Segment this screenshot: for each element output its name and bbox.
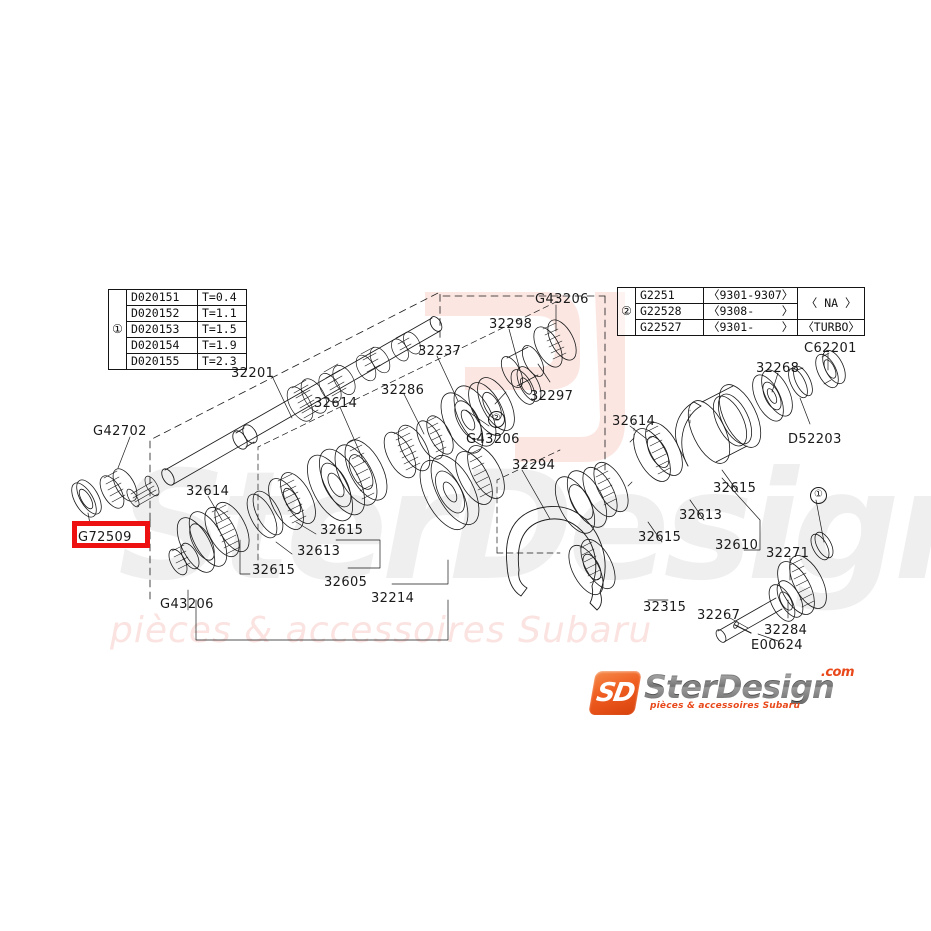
- table-row: D020154 T=1.9: [109, 337, 247, 354]
- table-row: D020155 T=2.3: [109, 353, 247, 370]
- part-callout-32286[interactable]: 32286: [381, 383, 425, 398]
- table-marker-2: ②: [617, 287, 636, 336]
- part-callout-32605[interactable]: 32605: [324, 575, 368, 590]
- cell-range: 〈9301-9307〉: [702, 287, 799, 304]
- part-callout-g43206[interactable]: G43206: [466, 432, 520, 447]
- table-row: ① D020151 T=0.4: [108, 289, 247, 370]
- cell-value: T=2.3: [197, 353, 247, 370]
- cell-code: G22527: [635, 319, 704, 336]
- part-callout-32267[interactable]: 32267: [697, 608, 741, 623]
- part-callout-32294[interactable]: 32294: [512, 458, 556, 473]
- table-row: ② G2251 〈9301-9307〉 〈 NA 〉: [617, 287, 865, 336]
- part-callout-e00624[interactable]: E00624: [751, 638, 803, 653]
- table-row: D020152 T=1.1: [109, 305, 247, 322]
- part-callout-32297[interactable]: 32297: [530, 389, 574, 404]
- part-callout-32613[interactable]: 32613: [297, 544, 341, 559]
- shim-spec-table-left: ① D020151 T=0.4 D020152 T=1.1 D020153 T=…: [108, 289, 247, 370]
- part-callout-32271[interactable]: 32271: [766, 546, 810, 561]
- logo-dotcom: .com: [820, 665, 855, 680]
- cell-code: G22528: [635, 303, 704, 320]
- part-callout-32615[interactable]: 32615: [713, 481, 757, 496]
- logo-wordmark: SterDesign: [644, 668, 835, 706]
- logo-badge: SD: [588, 671, 642, 715]
- cell-code: D020155: [126, 353, 198, 370]
- part-callout-32614[interactable]: 32614: [314, 396, 358, 411]
- cell-value: T=1.1: [197, 305, 247, 322]
- cell-code: D020153: [126, 321, 198, 338]
- table-row: G22528 〈9308- 〉: [618, 303, 865, 320]
- application-table-right: ② G2251 〈9301-9307〉 〈 NA 〉 G22528 〈9308-…: [617, 287, 865, 336]
- part-callout-32284[interactable]: 32284: [764, 623, 808, 638]
- part-callout-g42702[interactable]: G42702: [93, 424, 147, 439]
- circled-marker-1: ②: [488, 411, 505, 428]
- table-row: D020153 T=1.5: [109, 321, 247, 338]
- part-callout-32615[interactable]: 32615: [320, 523, 364, 538]
- part-callout-32613[interactable]: 32613: [679, 508, 723, 523]
- part-callout-32610[interactable]: 32610: [715, 538, 759, 553]
- part-callout-32214[interactable]: 32214: [371, 591, 415, 606]
- part-callout-32614[interactable]: 32614: [612, 414, 656, 429]
- table-row: G22527 〈9301- 〉 〈TURBO〉: [618, 319, 865, 336]
- part-callout-32614[interactable]: 32614: [186, 484, 230, 499]
- logo-badge-text: SD: [594, 678, 636, 708]
- sterdesign-logo[interactable]: SD SterDesign .com pièces & accessoires …: [588, 665, 855, 720]
- cell-range: 〈9301- 〉: [702, 319, 799, 336]
- part-callout-32268[interactable]: 32268: [756, 361, 800, 376]
- table-marker-1: ①: [108, 289, 127, 370]
- cell-type: 〈 NA 〉: [797, 287, 865, 320]
- highlighted-part-number: G72509: [78, 530, 132, 545]
- highlighted-part-box[interactable]: G72509: [72, 521, 150, 548]
- cell-range: 〈9308- 〉: [702, 303, 799, 320]
- cell-value: T=0.4: [197, 289, 247, 306]
- cell-value: T=1.5: [197, 321, 247, 338]
- cell-code: G2251: [635, 287, 704, 304]
- part-callout-32201[interactable]: 32201: [231, 366, 275, 381]
- cell-type: 〈TURBO〉: [797, 319, 865, 336]
- cell-code: D020154: [126, 337, 198, 354]
- part-callout-g43206[interactable]: G43206: [535, 292, 589, 307]
- cell-code: D020151: [126, 289, 198, 306]
- part-callout-32237[interactable]: 32237: [418, 344, 462, 359]
- part-callout-c62201[interactable]: C62201: [804, 341, 857, 356]
- cell-code: D020152: [126, 305, 198, 322]
- part-callout-32615[interactable]: 32615: [638, 530, 682, 545]
- part-callout-d52203[interactable]: D52203: [788, 432, 842, 447]
- cell-value: T=1.9: [197, 337, 247, 354]
- part-callout-32298[interactable]: 32298: [489, 317, 533, 332]
- part-callout-32615[interactable]: 32615: [252, 563, 296, 578]
- logo-tagline: pièces & accessoires Subaru: [650, 701, 801, 711]
- circled-marker-2: ①: [810, 487, 827, 504]
- part-callout-32315[interactable]: 32315: [643, 600, 687, 615]
- part-callout-g43206[interactable]: G43206: [160, 597, 214, 612]
